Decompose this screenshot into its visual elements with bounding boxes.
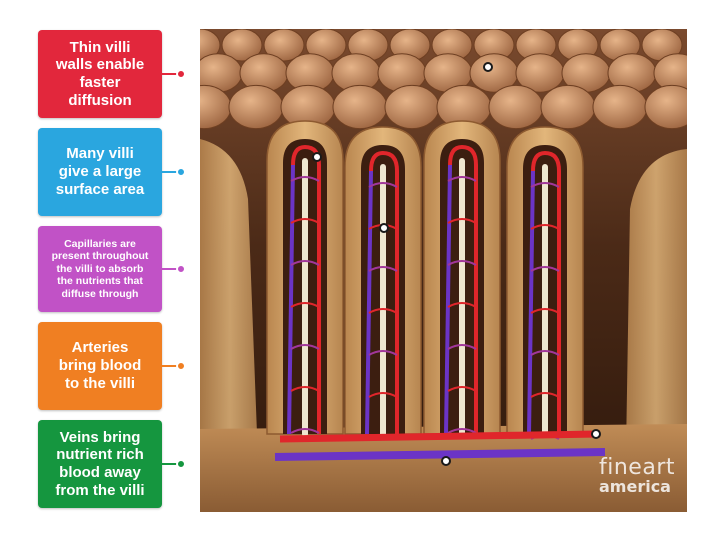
capillary bbox=[290, 260, 320, 266]
right-wall bbox=[625, 149, 687, 512]
capillary bbox=[530, 224, 560, 230]
cut-villi bbox=[266, 120, 584, 440]
capillary bbox=[447, 302, 477, 308]
connector-veins bbox=[162, 463, 178, 465]
capillary bbox=[447, 428, 477, 434]
base-vein bbox=[274, 448, 606, 461]
background-villus-tip bbox=[228, 84, 284, 130]
hotspot-artery[interactable] bbox=[591, 429, 601, 439]
villus-artery bbox=[369, 150, 399, 434]
capillary bbox=[368, 308, 398, 314]
capillary bbox=[530, 392, 560, 398]
label-arteries[interactable]: Arteries bring blood to the villi bbox=[38, 322, 162, 410]
background-villus-tip bbox=[332, 84, 388, 130]
label-surface-area[interactable]: Many villi give a large surface area bbox=[38, 128, 162, 216]
villus-section bbox=[506, 126, 584, 440]
capillary bbox=[290, 344, 320, 350]
connector-dot-surface-area[interactable] bbox=[176, 167, 186, 177]
capillary bbox=[530, 182, 560, 188]
capillary bbox=[290, 176, 320, 182]
villus-vein bbox=[287, 164, 295, 435]
background-villus-tip bbox=[263, 28, 305, 62]
capillary bbox=[447, 176, 477, 182]
base-tissue bbox=[200, 424, 687, 512]
capillary bbox=[290, 302, 320, 308]
background-villi bbox=[176, 28, 703, 130]
hotspot-villus-wall[interactable] bbox=[312, 152, 322, 162]
label-veins[interactable]: Veins bring nutrient rich blood away fro… bbox=[38, 420, 162, 508]
background-villus-tip bbox=[221, 28, 263, 62]
left-wall bbox=[200, 139, 260, 512]
capillary bbox=[530, 266, 560, 272]
connector-dot-thin-walls[interactable] bbox=[176, 69, 186, 79]
connector-dot-veins[interactable] bbox=[176, 459, 186, 469]
hotspot-capillaries[interactable] bbox=[379, 223, 389, 233]
capillary bbox=[290, 428, 320, 434]
villus-section bbox=[344, 126, 422, 440]
capillary bbox=[530, 308, 560, 314]
hotspot-top-surface[interactable] bbox=[483, 62, 493, 72]
background-villus-tip bbox=[384, 84, 440, 130]
villus-artery bbox=[531, 150, 561, 434]
connector-thin-walls bbox=[162, 73, 178, 75]
capillary bbox=[447, 260, 477, 266]
connector-capillaries bbox=[162, 268, 178, 270]
connector-arteries bbox=[162, 365, 178, 367]
capillary bbox=[368, 266, 398, 272]
background-villus-tip bbox=[488, 84, 544, 130]
watermark: fineart america bbox=[599, 454, 675, 496]
villi-illustration: fineart america bbox=[176, 28, 703, 512]
hotspot-vein[interactable] bbox=[441, 456, 451, 466]
capillary bbox=[447, 386, 477, 392]
label-thin-walls[interactable]: Thin villi walls enable faster diffusion bbox=[38, 30, 162, 118]
label-capillaries[interactable]: Capillaries are present throughout the v… bbox=[38, 226, 162, 312]
capillary bbox=[368, 392, 398, 398]
villus-section bbox=[266, 120, 344, 437]
connector-dot-arteries[interactable] bbox=[176, 361, 186, 371]
connector-surface-area bbox=[162, 171, 178, 173]
capillary bbox=[530, 350, 560, 356]
background-villus-tip bbox=[540, 84, 596, 130]
capillary bbox=[447, 218, 477, 224]
villus-vein bbox=[444, 164, 452, 435]
capillary bbox=[368, 182, 398, 188]
watermark-line-1: fineart bbox=[599, 454, 675, 480]
connector-dot-capillaries[interactable] bbox=[176, 264, 186, 274]
background-villus-tip bbox=[592, 84, 648, 130]
villus-vein bbox=[365, 170, 373, 435]
villi-cross-section bbox=[176, 28, 703, 512]
capillary bbox=[447, 344, 477, 350]
villus-section bbox=[423, 120, 501, 437]
capillary bbox=[368, 350, 398, 356]
capillary bbox=[290, 218, 320, 224]
capillary bbox=[290, 386, 320, 392]
base-artery bbox=[279, 430, 601, 443]
watermark-line-2: america bbox=[599, 476, 671, 496]
villus-vein bbox=[527, 170, 535, 435]
villus-artery bbox=[448, 144, 478, 434]
